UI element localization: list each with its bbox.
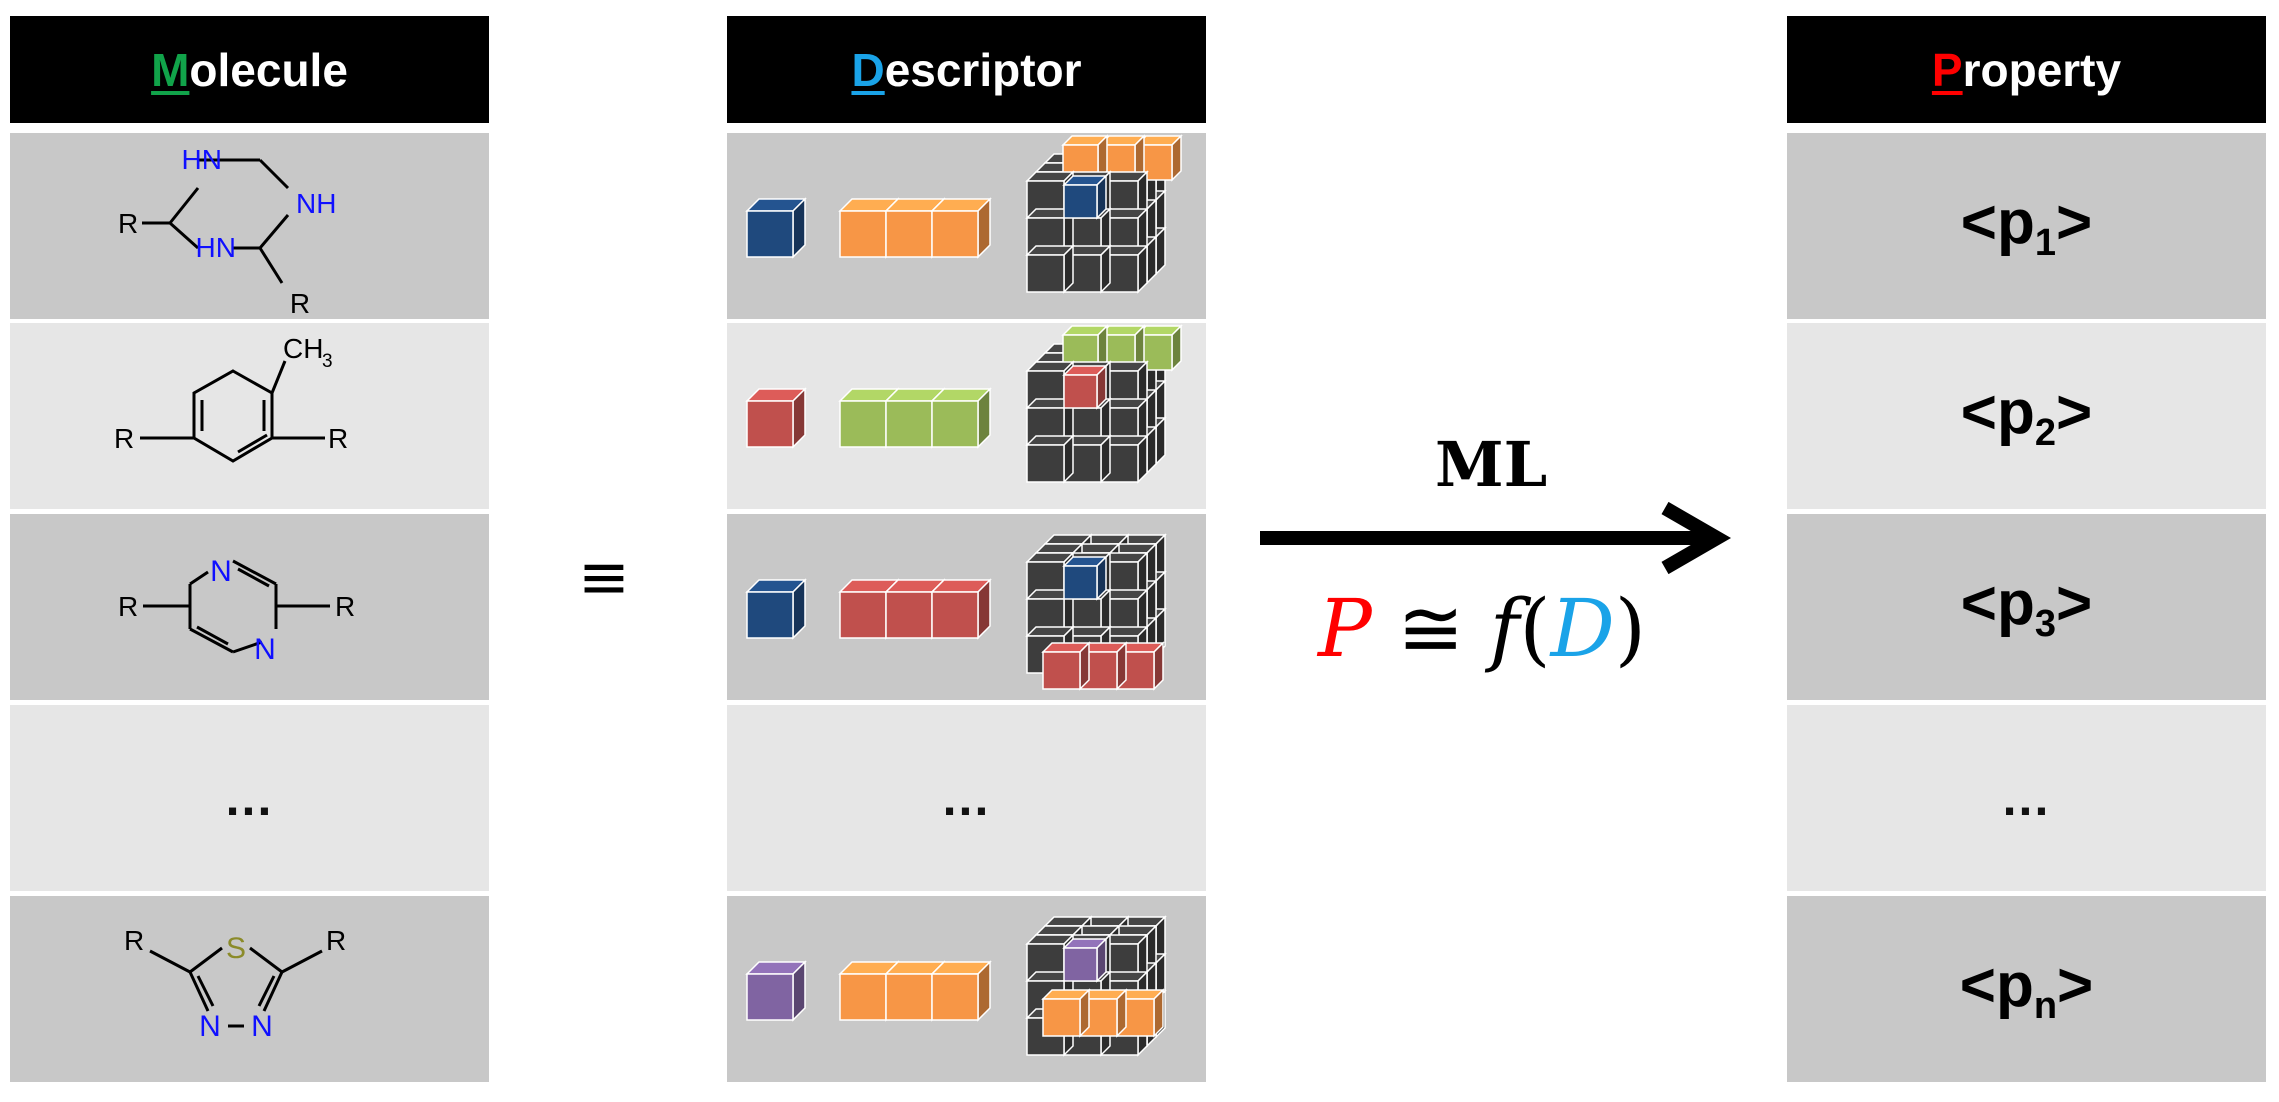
ml-arrow-icon [1260, 501, 1732, 575]
descriptor-row-2 [727, 323, 1206, 509]
molecule-row-3: N N R R [10, 514, 489, 700]
property-value-3: <p3> [1961, 568, 2092, 646]
atom-label: HN [196, 232, 236, 263]
property-row-5: <pn> [1787, 896, 2266, 1082]
property-subscript: 2 [2034, 412, 2056, 454]
formula: P ≅ f(D) [1318, 582, 1646, 675]
atom-label: R [328, 423, 348, 454]
formula-d: D [1550, 582, 1615, 675]
molecule-row-5: S N N R R [10, 896, 489, 1082]
molecule-row-2: CH 3 R R [10, 323, 489, 509]
molecule-ellipsis: ... [225, 770, 274, 826]
descriptor-row-1 [727, 133, 1206, 319]
descriptor-vector-cube [930, 197, 992, 259]
property-subscript: n [2033, 985, 2058, 1027]
property-header-rest: roperty [1962, 43, 2122, 96]
atom-subscript: 3 [322, 351, 333, 372]
molecule-header-initial: M [151, 43, 190, 96]
descriptor-vector-cube [930, 578, 992, 640]
tensor-highlight-cube [1062, 937, 1108, 983]
property-prefix: <p [1959, 951, 2034, 1020]
molecule-row-1: HN NH HN R R [10, 133, 489, 319]
property-subscript: 3 [2034, 603, 2056, 645]
property-row-2: <p2> [1787, 323, 2266, 509]
molecule-1-structure: HN NH HN R R [118, 144, 336, 319]
atom-label: R [326, 925, 346, 956]
atom-label: R [118, 208, 138, 239]
property-prefix: <p [1960, 188, 2035, 257]
property-suffix: > [2056, 569, 2093, 638]
atom-label: R [290, 288, 310, 319]
ml-label: ML [1435, 428, 1548, 501]
property-prefix: <p [1960, 378, 2035, 447]
atom-label: HN [182, 144, 222, 175]
descriptor-5-graphic [745, 915, 1167, 1057]
atom-label: S [226, 932, 246, 965]
descriptor-small-cube [745, 578, 807, 640]
molecule-row-4: ... [10, 705, 489, 891]
property-value-1: <p1> [1961, 187, 2092, 265]
formula-close: ) [1614, 582, 1646, 675]
atom-label: NH [296, 188, 336, 219]
descriptor-3-graphic [745, 533, 1167, 691]
property-row-3: <p3> [1787, 514, 2266, 700]
descriptor-vector-cube [930, 387, 992, 449]
tensor-cube [1025, 244, 1075, 294]
descriptor-2-graphic [745, 324, 1183, 484]
atom-label: R [118, 591, 138, 622]
tensor-highlight-cube [1062, 174, 1108, 220]
property-value-5: <pn> [1960, 950, 2094, 1028]
atom-label: N [199, 1010, 221, 1043]
formula-f: f [1489, 582, 1520, 675]
tensor-highlight-cube [1041, 641, 1091, 691]
tensor-cube [1025, 434, 1075, 484]
property-suffix: > [2057, 951, 2094, 1020]
molecule-5-structure: S N N R R [124, 925, 346, 1043]
descriptor-small-cube [745, 387, 807, 449]
formula-approx: ≅ [1397, 582, 1465, 675]
molecule-2-structure: CH 3 R R [114, 333, 348, 463]
atom-label: R [335, 591, 355, 622]
atom-label: CH [283, 333, 323, 364]
property-prefix: <p [1960, 569, 2035, 638]
descriptor-small-cube [745, 197, 807, 259]
property-header-initial: P [1931, 43, 1963, 96]
equivalence-symbol: ≡ [578, 540, 630, 613]
formula-p: P [1318, 582, 1372, 675]
property-ellipsis: ... [2002, 770, 2051, 826]
property-suffix: > [2056, 378, 2093, 447]
tensor-highlight-cube [1062, 555, 1108, 601]
descriptor-vector-cube [930, 960, 992, 1022]
tensor-highlight-cube [1062, 364, 1108, 410]
molecule-header-rest: olecule [189, 43, 348, 96]
atom-label: N [251, 1010, 273, 1043]
atom-label: N [254, 633, 276, 666]
descriptor-small-cube [745, 960, 807, 1022]
descriptor-row-4: ... [727, 705, 1206, 891]
descriptor-header-rest: escriptor [884, 43, 1082, 96]
tensor-highlight-cube [1041, 988, 1091, 1038]
descriptor-ellipsis: ... [942, 770, 991, 826]
descriptor-header-initial: D [851, 43, 885, 96]
descriptor-row-3 [727, 514, 1206, 700]
atom-label: N [210, 555, 232, 588]
property-subscript: 1 [2034, 222, 2056, 264]
molecule-3-structure: N N R R [118, 555, 355, 666]
property-suffix: > [2056, 188, 2093, 257]
property-row-1: <p1> [1787, 133, 2266, 319]
property-value-2: <p2> [1961, 377, 2092, 455]
formula-open: ( [1519, 582, 1551, 675]
descriptor-1-graphic [745, 134, 1183, 294]
atom-label: R [124, 925, 144, 956]
atom-label: R [114, 423, 134, 454]
property-row-4: ... [1787, 705, 2266, 891]
descriptor-row-5 [727, 896, 1206, 1082]
